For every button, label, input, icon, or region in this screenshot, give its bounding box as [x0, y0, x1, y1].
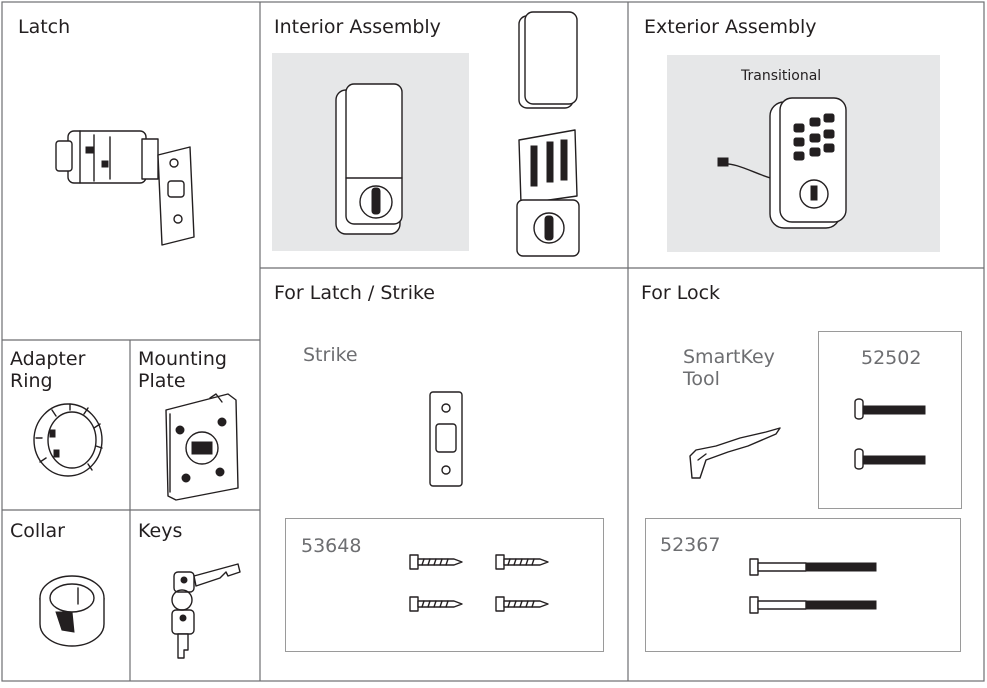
long-bolts-icon	[749, 558, 877, 614]
mounting-plate-illustration	[165, 393, 239, 501]
latch-strike-cell: For Latch / Strike Strike 53648	[260, 268, 628, 681]
screw-pack-52502-id: 52502	[861, 347, 922, 369]
screw-pack-52367-id: 52367	[660, 534, 721, 556]
mounting-plate-title: Mounting Plate	[138, 348, 227, 392]
latch-title: Latch	[18, 16, 71, 38]
adapter-ring-title: Adapter Ring	[10, 348, 86, 392]
smartkey-tool-illustration	[689, 427, 781, 479]
collar-cell: Collar	[2, 510, 130, 681]
screw-pack-52367: 52367	[645, 518, 961, 652]
interior-assembly-exploded-illustration	[516, 11, 580, 257]
adapter-ring-illustration	[33, 403, 103, 477]
exterior-assembly-title: Exterior Assembly	[644, 16, 817, 38]
keys-cell: Keys	[130, 510, 260, 681]
interior-assembly-cell: Interior Assembly	[260, 2, 628, 268]
strike-illustration	[429, 391, 463, 487]
adapter-ring-cell: Adapter Ring	[2, 340, 130, 510]
for-lock-cell: For Lock SmartKey Tool 52502 52367	[628, 268, 984, 681]
strike-label: Strike	[303, 344, 358, 366]
mounting-plate-cell: Mounting Plate	[130, 340, 260, 510]
latch-cell: Latch	[2, 2, 260, 340]
screw-pack-53648: 53648	[285, 518, 604, 652]
latch-illustration	[55, 130, 195, 246]
exterior-assembly-cell: Exterior Assembly Transitional	[628, 2, 984, 268]
screw-pack-53648-id: 53648	[301, 535, 362, 557]
collar-illustration	[39, 575, 105, 647]
latch-strike-title: For Latch / Strike	[274, 282, 435, 304]
machine-screws-icon	[854, 398, 926, 470]
interior-assembly-title: Interior Assembly	[274, 16, 441, 38]
keys-title: Keys	[138, 520, 183, 542]
for-lock-title: For Lock	[641, 282, 721, 304]
wood-screws-icon	[409, 554, 549, 612]
exterior-assembly-illustration	[717, 97, 847, 229]
interior-assembly-illustration	[335, 83, 403, 235]
collar-title: Collar	[10, 520, 65, 542]
exterior-assembly-caption: Transitional	[741, 68, 822, 84]
smartkey-tool-label: SmartKey Tool	[683, 346, 775, 390]
keys-illustration	[171, 563, 241, 659]
screw-pack-52502: 52502	[818, 331, 962, 509]
